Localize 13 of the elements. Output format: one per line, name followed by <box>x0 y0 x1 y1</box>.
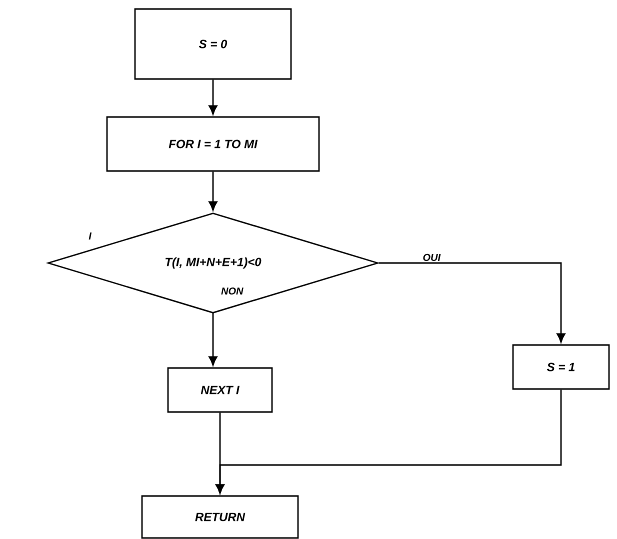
arrow <box>208 80 218 115</box>
edge-label: NON <box>221 287 244 295</box>
process-box: RETURN <box>141 495 299 539</box>
arrow <box>378 262 566 343</box>
arrow <box>208 313 218 366</box>
process-box: S = 1 <box>512 344 610 390</box>
arrow <box>208 172 218 211</box>
annotation: I <box>88 232 92 240</box>
edge-label: OUI <box>423 254 441 261</box>
arrow <box>216 390 562 494</box>
process-box: S = 0 <box>134 8 292 80</box>
process-box: NEXT I <box>167 367 273 413</box>
process-box: FOR I = 1 TO MI <box>106 116 320 172</box>
